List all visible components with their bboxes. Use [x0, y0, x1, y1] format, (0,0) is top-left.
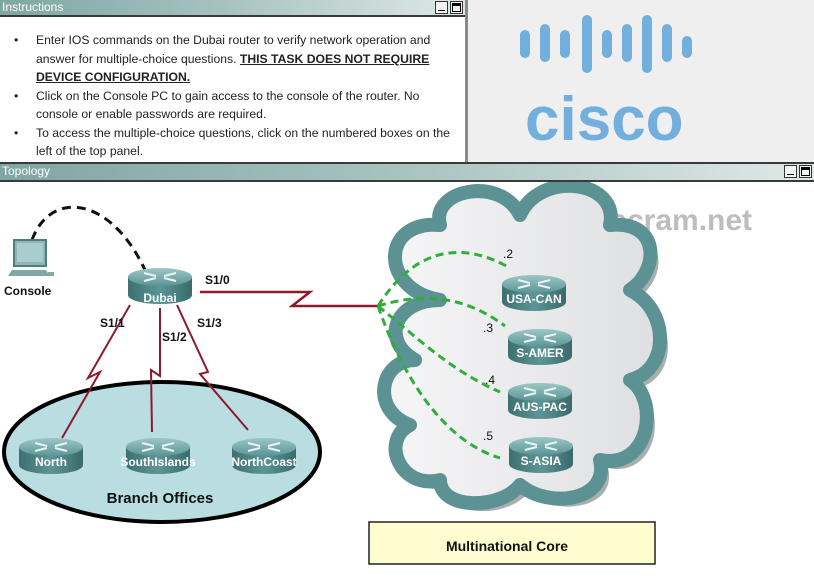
empty-panel-area	[468, 0, 814, 162]
pc-icon	[8, 239, 54, 276]
router-label: NorthCoast	[231, 455, 296, 469]
branch-offices-label: Branch Offices	[107, 490, 214, 507]
pvc-s-asia	[376, 305, 501, 460]
interface-label-s1-2: S1/2	[162, 330, 187, 344]
serial-link-s1-2	[149, 308, 161, 433]
router-label: Dubai	[143, 291, 176, 305]
address-label: .3	[483, 321, 493, 335]
address-label: .4	[485, 373, 495, 387]
router-label: AUS-PAC	[513, 400, 567, 414]
router-north[interactable]: North	[18, 437, 84, 475]
instruction-item: • Enter IOS commands on the Dubai router…	[14, 33, 431, 85]
instructions-list: • Enter IOS commands on the Dubai router…	[14, 31, 454, 161]
topology-diagram: freecram.net Branch Offices Console Duba…	[2, 182, 752, 565]
topology-title: Topology	[2, 164, 51, 178]
address-label: .5	[483, 429, 493, 443]
minimize-icon[interactable]	[435, 1, 448, 14]
router-dubai[interactable]: Dubai	[127, 267, 193, 305]
router-aus-pac[interactable]: AUS-PAC	[507, 382, 573, 420]
interface-label-s1-0: S1/0	[205, 273, 230, 287]
minimize-icon[interactable]	[784, 165, 797, 178]
console-pc[interactable]: Console	[4, 239, 54, 298]
console-cable	[30, 205, 147, 271]
no-config-warning: THIS TASK DOES NOT REQUIRE DEVICE CONFIG…	[36, 51, 430, 85]
instruction-item: • Click on the Console PC to gain access…	[14, 88, 420, 122]
pvc-s-amer	[377, 296, 506, 328]
bullet-icon: •	[14, 33, 19, 47]
router-s-asia[interactable]: S-ASIA	[508, 436, 574, 474]
interface-label-s1-1: S1/1	[100, 316, 125, 330]
router-s-amer[interactable]: S-AMER	[507, 328, 573, 366]
router-label: S-ASIA	[521, 454, 562, 468]
router-label: North	[35, 455, 67, 469]
serial-link-s1-0	[200, 290, 378, 308]
topology-title-bar: Topology	[0, 162, 814, 182]
router-label: USA-CAN	[506, 292, 561, 306]
multinational-core-label-box	[368, 521, 656, 565]
multinational-core-label: Multinational Core	[446, 538, 568, 554]
maximize-icon[interactable]	[799, 165, 812, 178]
router-usa-can[interactable]: USA-CAN	[501, 274, 567, 312]
pvc-aus-pac	[377, 304, 501, 394]
router-northcoast[interactable]: NorthCoast	[231, 437, 297, 475]
address-label: .2	[503, 247, 513, 261]
router-southislands[interactable]: SouthIslands	[120, 437, 196, 475]
frame-relay-pvcs	[376, 251, 511, 460]
instruction-item: • To access the multiple-choice question…	[14, 125, 450, 159]
router-label: SouthIslands	[120, 455, 196, 469]
console-label: Console	[4, 284, 52, 298]
maximize-icon[interactable]	[450, 1, 463, 14]
router-label: S-AMER	[516, 346, 564, 360]
bullet-icon: •	[14, 125, 19, 140]
instructions-title-bar: Instructions	[0, 0, 465, 17]
instructions-title: Instructions	[2, 0, 64, 14]
interface-label-s1-3: S1/3	[197, 316, 222, 330]
serial-link-s1-3	[176, 304, 249, 431]
instructions-panel: Instructions • Enter IOS commands on the…	[0, 0, 468, 162]
bullet-icon: •	[14, 88, 19, 103]
serial-link-s1-1	[61, 304, 131, 439]
